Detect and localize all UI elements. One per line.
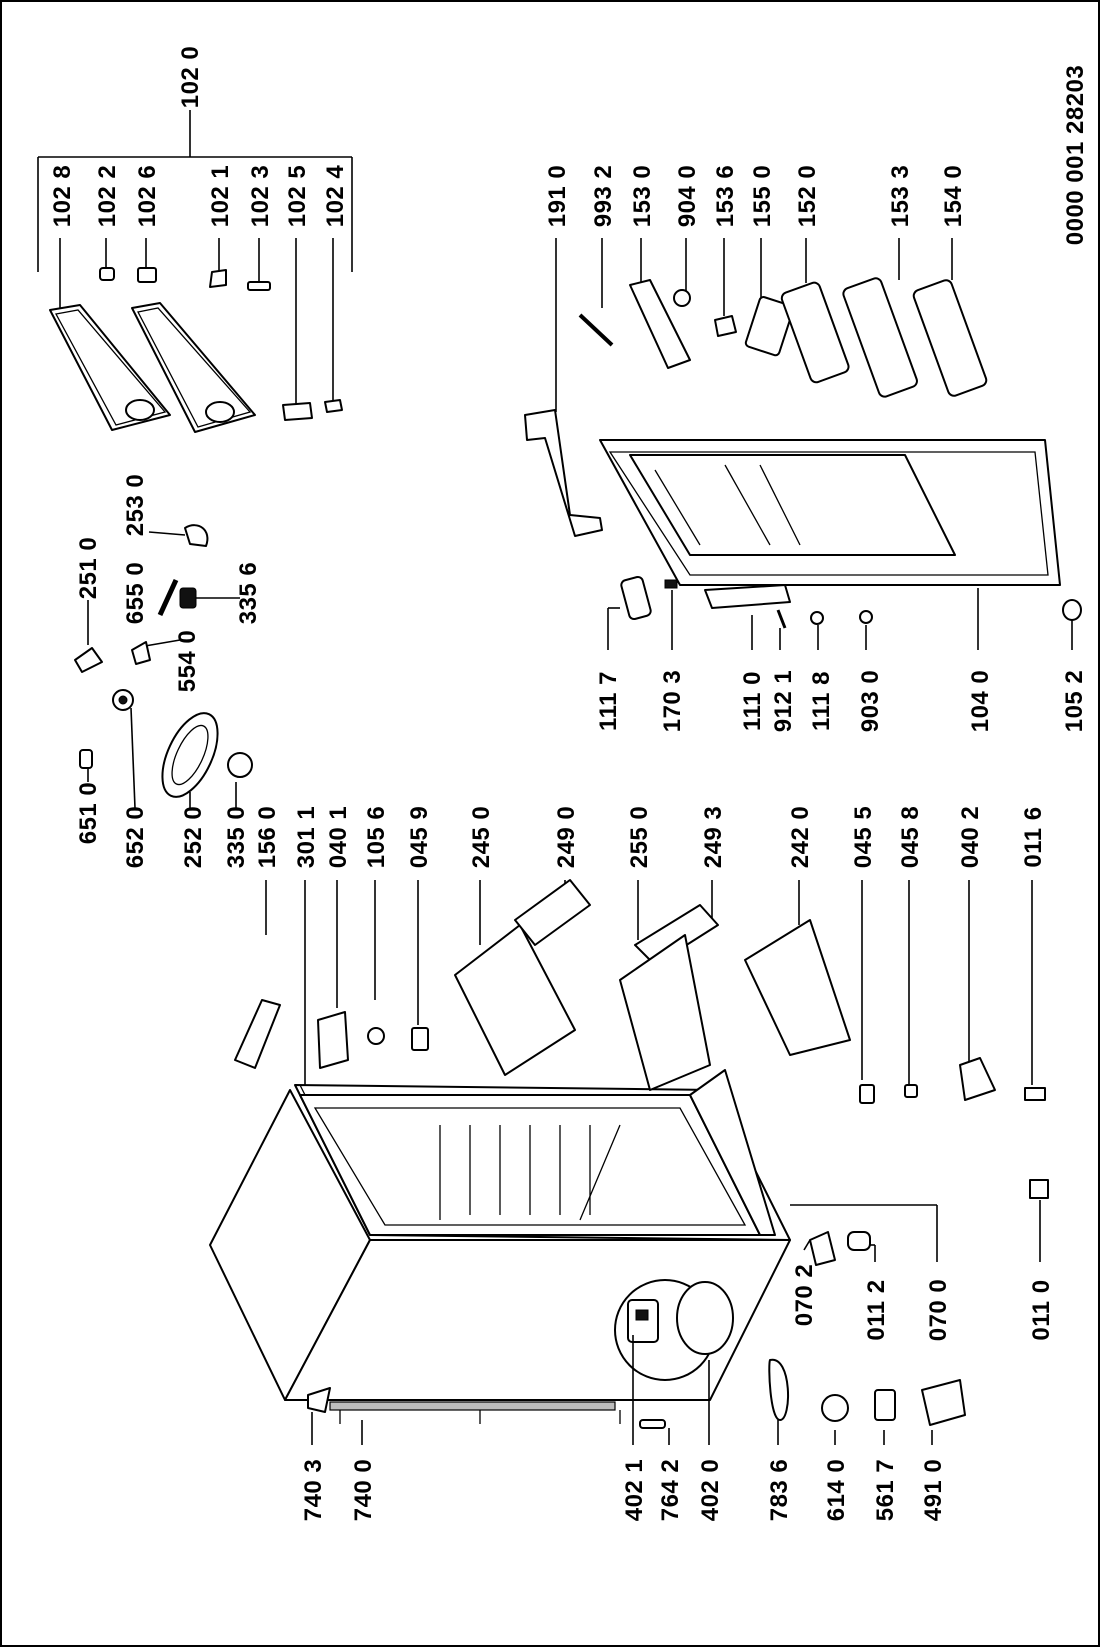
cabinet-accessories (234, 879, 1046, 1104)
drawing-reference: 0000 001 28203 (1062, 65, 1089, 246)
label-191-0: 191 0 (544, 165, 571, 228)
label-111-8: 111 8 (808, 671, 835, 731)
label-111-7: 111 7 (595, 671, 622, 731)
label-111-0: 111 0 (739, 671, 766, 731)
label-070-2: 070 2 (791, 1264, 818, 1327)
cabinet-leaders (265, 880, 1033, 1085)
label-105-6: 105 6 (363, 806, 390, 869)
label-153-6: 153 6 (712, 165, 739, 228)
label-993-2: 993 2 (590, 165, 617, 228)
label-153-0: 153 0 (629, 165, 656, 228)
label-011-0: 011 0 (1028, 1279, 1055, 1340)
label-249-0: 249 0 (553, 806, 580, 869)
leaders-102 (59, 238, 334, 405)
label-102-2: 102 2 (94, 165, 121, 228)
label-070-0: 070 0 (925, 1279, 952, 1342)
label-102-5: 102 5 (284, 165, 311, 228)
door-assembly (599, 439, 1061, 586)
label-102-3: 102 3 (247, 165, 274, 228)
label-045-9: 045 9 (406, 806, 433, 869)
label-045-8: 045 8 (897, 806, 924, 869)
door-leaders (555, 238, 953, 412)
label-903-0: 903 0 (857, 670, 884, 733)
label-011-6: 011 6 (1020, 806, 1047, 867)
label-655-0: 655 0 (122, 562, 149, 625)
label-170-3: 170 3 (659, 670, 686, 733)
label-242-0: 242 0 (787, 806, 814, 869)
label-912-1: 912 1 (770, 670, 797, 733)
label-102-8: 102 8 (49, 165, 76, 228)
label-764-2: 764 2 (657, 1459, 684, 1522)
group-102-leader: 102 0 (37, 46, 353, 272)
label-904-0: 904 0 (674, 165, 701, 228)
label-554-0: 554 0 (174, 630, 201, 693)
label-491-0: 491 0 (920, 1459, 947, 1522)
bottom-leaders (311, 1200, 1041, 1445)
label-011-2: 011 2 (863, 1279, 890, 1340)
label-249-3: 249 3 (700, 806, 727, 869)
label-402-1: 402 1 (621, 1459, 648, 1522)
label-402-0: 402 0 (697, 1459, 724, 1522)
label-652-0: 652 0 (122, 806, 149, 869)
label-255-0: 255 0 (626, 806, 653, 869)
bottom-labels: 070 2 011 2 070 0 011 0 740 3 740 0 402 … (300, 1264, 1055, 1522)
label-783-6: 783 6 (766, 1459, 793, 1522)
label-335-0: 335 0 (223, 806, 250, 869)
glass-shelf-upper (49, 304, 171, 431)
label-102-1: 102 1 (207, 165, 234, 228)
label-045-5: 045 5 (850, 806, 877, 869)
cabinet-labels: 156 0 301 1 040 1 105 6 045 9 245 0 249 … (254, 806, 1047, 869)
door-hinge-leaders (607, 588, 1073, 650)
label-104-0: 104 0 (967, 670, 994, 733)
label-156-0: 156 0 (254, 806, 281, 869)
label-740-0: 740 0 (350, 1459, 377, 1522)
label-614-0: 614 0 (823, 1459, 850, 1522)
label-102-4: 102 4 (322, 165, 349, 228)
label-102-6: 102 6 (134, 165, 161, 228)
door-accessories (524, 277, 988, 537)
door-hinge-parts (620, 575, 1082, 629)
label-561-7: 561 7 (872, 1459, 899, 1522)
label-152-0: 152 0 (794, 165, 821, 228)
label-251-0: 251 0 (75, 537, 102, 600)
bottom-parts (307, 1179, 1049, 1429)
label-651-0: 651 0 (75, 782, 102, 845)
label-245-0: 245 0 (468, 806, 495, 869)
label-154-0: 154 0 (940, 165, 967, 228)
label-155-0: 155 0 (749, 165, 776, 228)
cabinet-body (209, 1069, 791, 1424)
label-253-0: 253 0 (122, 474, 149, 537)
label-040-1: 040 1 (325, 806, 352, 869)
glass-shelf-lower (131, 302, 256, 433)
label-105-2: 105 2 (1061, 670, 1088, 733)
label-740-3: 740 3 (300, 1459, 327, 1522)
thermostat-parts: 251 0 253 0 655 0 335 6 554 0 651 0 652 … (74, 474, 262, 869)
labels-102-row: 102 8 102 2 102 6 102 1 102 3 102 5 102 … (49, 165, 349, 228)
label-252-0: 252 0 (180, 806, 207, 869)
label-301-1: 301 1 (293, 806, 320, 869)
label-040-2: 040 2 (957, 806, 984, 869)
label-102-0: 102 0 (177, 46, 204, 109)
small-parts-102 (99, 267, 343, 421)
label-335-6: 335 6 (235, 562, 262, 625)
label-153-3: 153 3 (887, 165, 914, 228)
door-hinge-labels: 111 7 170 3 111 0 912 1 111 8 903 0 104 … (595, 670, 1088, 733)
door-labels: 191 0 993 2 153 0 904 0 153 6 155 0 152 … (544, 165, 967, 228)
